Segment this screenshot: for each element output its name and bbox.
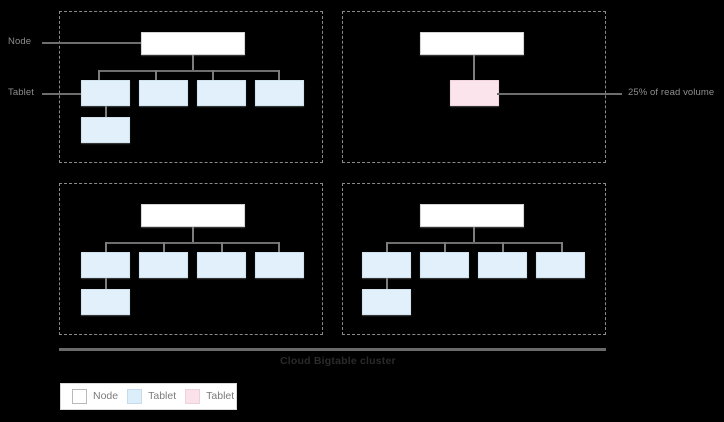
callout-label-read-volume: 25% of read volume xyxy=(628,87,715,98)
legend-label-node: Node xyxy=(93,390,119,403)
connector-stack-top-left xyxy=(105,106,107,118)
connector-drop-1-bottom-right xyxy=(386,242,388,252)
connector-bus-bottom-right xyxy=(386,242,562,244)
tablet-box-top-left-4[interactable] xyxy=(255,80,304,106)
connector-trunk-top-left xyxy=(192,55,194,71)
connector-drop-1-top-left xyxy=(98,70,100,80)
legend-swatch-tablet-hot-icon xyxy=(185,389,201,404)
node-box-bottom-left[interactable] xyxy=(141,204,245,227)
connector-drop-3-bottom-right xyxy=(502,242,504,252)
connector-bus-bottom-left xyxy=(105,242,279,244)
tablet-box-bottom-right-3[interactable] xyxy=(478,252,527,278)
tablet-box-bottom-left-3[interactable] xyxy=(197,252,246,278)
node-box-top-right[interactable] xyxy=(420,32,524,55)
tablet-box-top-left-5[interactable] xyxy=(81,117,130,143)
tablet-box-bottom-left-2[interactable] xyxy=(139,252,188,278)
connector-drop-4-bottom-left xyxy=(278,242,280,252)
legend: Node Tablet Tablet xyxy=(60,383,237,410)
tablet-box-hot-top-right[interactable] xyxy=(450,80,499,106)
legend-item-node[interactable]: Node xyxy=(72,389,118,404)
connector-drop-4-bottom-right xyxy=(561,242,563,252)
tablet-box-bottom-right-5[interactable] xyxy=(362,289,411,315)
node-box-bottom-right[interactable] xyxy=(420,204,524,227)
cluster-divider-rule xyxy=(59,348,606,351)
tablet-box-bottom-right-2[interactable] xyxy=(420,252,469,278)
connector-drop-3-top-left xyxy=(212,70,214,80)
legend-label-tablet: Tablet xyxy=(148,390,177,403)
node-panel-top-right xyxy=(342,11,606,163)
callout-leader-node xyxy=(42,42,142,44)
connector-trunk-top-right xyxy=(473,55,475,81)
tablet-box-bottom-right-4[interactable] xyxy=(536,252,585,278)
node-box-top-left[interactable] xyxy=(141,32,245,55)
connector-drop-1-bottom-left xyxy=(105,242,107,252)
callout-leader-read-volume xyxy=(497,93,622,95)
tablet-box-bottom-right-1[interactable] xyxy=(362,252,411,278)
legend-item-tablet-hot[interactable]: Tablet xyxy=(185,389,234,404)
connector-drop-4-top-left xyxy=(278,70,280,80)
tablet-box-top-left-2[interactable] xyxy=(139,80,188,106)
legend-label-tablet-hot: Tablet xyxy=(206,390,235,403)
tablet-box-top-left-1[interactable] xyxy=(81,80,130,106)
connector-drop-3-bottom-left xyxy=(221,242,223,252)
callout-leader-tablet xyxy=(42,93,82,95)
cluster-caption: Cloud Bigtable cluster xyxy=(280,355,396,367)
connector-stack-bottom-right xyxy=(386,278,388,290)
connector-trunk-bottom-right xyxy=(473,227,475,243)
connector-trunk-bottom-left xyxy=(192,227,194,243)
tablet-box-bottom-left-4[interactable] xyxy=(255,252,304,278)
tablet-box-top-left-3[interactable] xyxy=(197,80,246,106)
callout-label-tablet: Tablet xyxy=(8,87,34,98)
legend-item-tablet[interactable]: Tablet xyxy=(127,389,176,404)
legend-swatch-tablet-icon xyxy=(127,389,143,404)
tablet-box-bottom-left-1[interactable] xyxy=(81,252,130,278)
callout-label-node: Node xyxy=(8,36,32,47)
node-panel-bottom-right xyxy=(342,183,606,335)
connector-bus-top-left xyxy=(98,70,279,72)
legend-swatch-node-icon xyxy=(72,389,87,404)
tablet-box-bottom-left-5[interactable] xyxy=(81,289,130,315)
node-panel-bottom-left xyxy=(59,183,323,335)
connector-drop-2-top-left xyxy=(155,70,157,80)
connector-stack-bottom-left xyxy=(105,278,107,290)
connector-drop-2-bottom-left xyxy=(163,242,165,252)
node-panel-top-left xyxy=(59,11,323,163)
connector-drop-2-bottom-right xyxy=(444,242,446,252)
